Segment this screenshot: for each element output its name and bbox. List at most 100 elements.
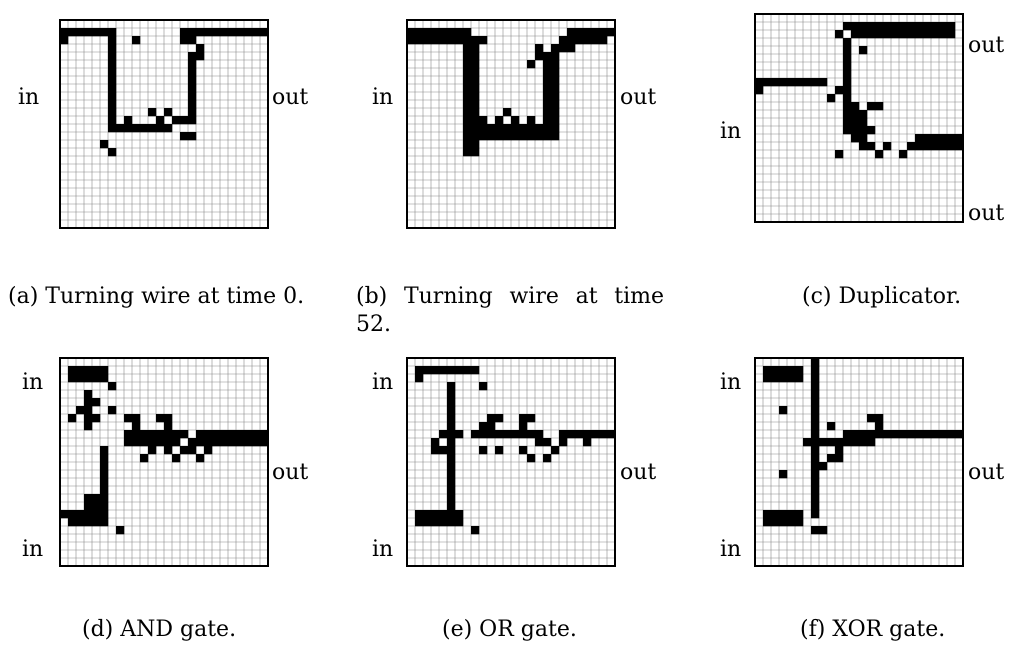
live-cell: [511, 132, 520, 141]
live-cell: [923, 22, 932, 31]
live-cell: [447, 382, 456, 391]
live-cell: [779, 510, 788, 519]
live-cell: [551, 92, 560, 101]
live-cell: [875, 22, 884, 31]
live-cell: [551, 60, 560, 69]
live-cell: [60, 36, 69, 45]
live-cell: [100, 462, 109, 471]
live-cell: [439, 36, 448, 45]
live-cell: [244, 28, 253, 37]
live-cell: [599, 430, 608, 439]
live-cell: [180, 430, 189, 439]
live-cell: [471, 366, 480, 375]
live-cell: [92, 510, 101, 519]
live-cell: [463, 148, 472, 157]
live-cell: [811, 430, 820, 439]
live-cell: [431, 28, 440, 37]
live-cell: [843, 38, 852, 47]
live-cell: [931, 430, 940, 439]
live-cell: [108, 406, 117, 415]
live-cell: [543, 68, 552, 77]
live-cell: [188, 28, 197, 37]
live-cell: [875, 422, 884, 431]
live-cell: [100, 486, 109, 495]
live-cell: [196, 44, 205, 53]
live-cell: [471, 100, 480, 109]
live-cell: [851, 430, 860, 439]
live-cell: [140, 430, 149, 439]
live-cell: [859, 110, 868, 119]
live-cell: [188, 68, 197, 77]
live-cell: [148, 108, 157, 117]
live-cell: [867, 142, 876, 151]
live-cell: [244, 430, 253, 439]
live-cell: [100, 454, 109, 463]
live-cell: [755, 86, 764, 95]
live-cell: [140, 124, 149, 133]
live-cell: [591, 36, 600, 45]
live-cell: [795, 374, 804, 383]
panel-d-grid: [59, 357, 269, 567]
live-cell: [955, 134, 964, 143]
live-cell: [495, 116, 504, 125]
live-cell: [108, 36, 117, 45]
live-cell: [811, 358, 820, 367]
live-cell: [867, 414, 876, 423]
live-cell: [851, 22, 860, 31]
live-cell: [471, 52, 480, 61]
live-cell: [859, 142, 868, 151]
live-cell: [931, 30, 940, 39]
live-cell: [463, 108, 472, 117]
live-cell: [487, 422, 496, 431]
live-cell: [212, 438, 221, 447]
live-cell: [164, 422, 173, 431]
live-cell: [100, 446, 109, 455]
live-cell: [108, 60, 117, 69]
live-cell: [843, 438, 852, 447]
live-cell: [843, 94, 852, 103]
live-cell: [811, 494, 820, 503]
live-cell: [479, 132, 488, 141]
live-cell: [471, 36, 480, 45]
live-cell: [819, 462, 828, 471]
live-cell: [867, 102, 876, 111]
live-cell: [479, 422, 488, 431]
live-cell: [503, 132, 512, 141]
live-cell: [447, 390, 456, 399]
live-cell: [132, 422, 141, 431]
live-cell: [883, 430, 892, 439]
live-cell: [108, 108, 117, 117]
live-cell: [84, 510, 93, 519]
panel-e-in-bottom-label: in: [372, 537, 394, 562]
live-cell: [527, 124, 536, 133]
live-cell: [859, 438, 868, 447]
grid-border: [406, 19, 616, 229]
live-cell: [567, 430, 576, 439]
live-cell: [771, 518, 780, 527]
live-cell: [787, 518, 796, 527]
panel-a-out-label: out: [272, 85, 309, 110]
live-cell: [811, 454, 820, 463]
panel-d-caption: (d) AND gate.: [82, 617, 237, 642]
live-cell: [811, 366, 820, 375]
live-cell: [463, 140, 472, 149]
live-cell: [771, 366, 780, 375]
live-cell: [447, 478, 456, 487]
live-cell: [891, 30, 900, 39]
live-cell: [835, 86, 844, 95]
live-cell: [180, 132, 189, 141]
live-cell: [907, 430, 916, 439]
live-cell: [503, 124, 512, 133]
live-cell: [479, 116, 488, 125]
live-cell: [68, 510, 77, 519]
live-cell: [204, 438, 213, 447]
live-cell: [132, 414, 141, 423]
panel-d-in-bottom-label: in: [22, 537, 44, 562]
live-cell: [543, 116, 552, 125]
live-cell: [947, 142, 956, 151]
live-cell: [415, 374, 424, 383]
live-cell: [92, 494, 101, 503]
panel-e-caption: (e) OR gate.: [442, 617, 577, 642]
live-cell: [899, 22, 908, 31]
live-cell: [583, 430, 592, 439]
